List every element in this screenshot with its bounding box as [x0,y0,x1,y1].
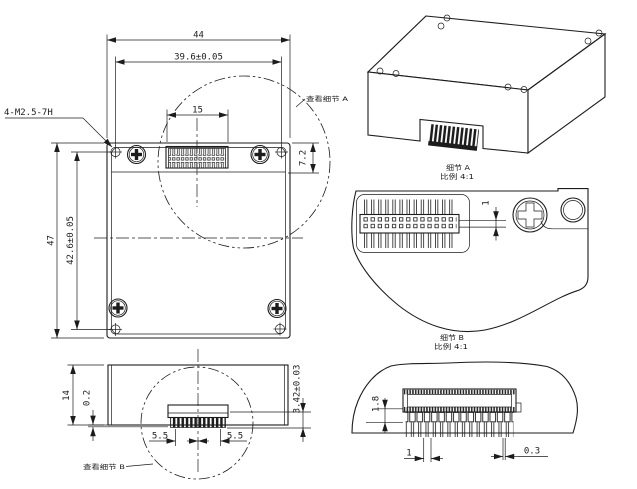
detail-a-title: 细节 A [446,163,470,172]
detail-a-circle [157,75,331,249]
dim-connector-inset: 7.2 [288,142,319,174]
connector-detail-b [402,388,522,437]
thread-callout-text: 4-M2.5-7H [4,108,53,118]
dim-overall-width: 44 [106,31,291,138]
dim-body-height: 14 [62,364,104,426]
screw-head-icon [267,298,287,319]
housing-inner-wall [111,147,286,335]
housing-outline [106,142,291,339]
connector-detail-a [359,199,460,248]
dim-overall-height: 47 [47,142,104,339]
top-face-screw-holes [376,14,603,93]
dim-connector-width: 15 [166,106,229,142]
dim-text: 15 [192,106,203,116]
detail-a-scale: 比例 4:1 [440,172,474,181]
detail-a-view: 细节 A 比例 4:1 1 [351,163,589,333]
detail-ref-text: 查看细节 A [306,94,349,103]
dim-text: 47 [47,235,57,246]
side-view: 14 0.2 5.5 5.5 3.42±0.03 [62,349,311,480]
detail-b-boundary [351,361,578,434]
detail-b-title: 细节 B [440,333,464,342]
dim-row-pitch: 1 [459,200,506,241]
dim-pin-width: 0.3 [491,438,548,460]
isometric-view [366,14,607,155]
dim-text: 1 [482,200,492,205]
dim-text: 0.2 [83,390,93,406]
dim-text: 5.5 [227,432,243,442]
round-hole [560,197,586,223]
screw-head-icons [108,144,287,319]
screw-head-icon [250,144,270,165]
detail-ref-text: 查看细节 B [83,462,125,471]
connector-recess [356,194,470,253]
dim-text: 1 [406,449,411,459]
dim-text: 1.8 [372,396,382,412]
dim-text: 0.3 [524,447,540,457]
detail-b-reference: 查看细节 B [83,462,154,471]
screw-head-icon-large [512,197,548,233]
dim-text: 39.6±0.05 [174,53,223,63]
dim-text: 14 [62,390,72,401]
dim-text: 7.2 [299,150,309,166]
dim-pin-offsets: 5.5 5.5 [149,429,247,446]
front-view: 44 39.6±0.05 15 7.2 47 42 [4,31,349,339]
dim-connector-protrusion: 3.42±0.03 [227,365,311,442]
dim-text: 42.6±0.05 [66,216,76,265]
detail-a-boundary [351,188,589,333]
detail-a-reference: 查看细节 A [295,94,349,108]
detail-b-view: 细节 B 比例 4:1 1.8 1 [351,333,578,462]
connector-iso [428,123,480,151]
dim-text: 44 [193,31,204,41]
detail-b-circle [140,366,254,480]
ledge-line [540,220,588,230]
screw-head-icon [108,298,128,318]
corner-holes [109,145,288,336]
dim-pin-pitch: 1 [404,438,443,462]
dim-hole-span-height: 42.6±0.05 [66,151,111,330]
screw-head-icon [126,144,147,165]
dim-pin-height: 1.8 [366,396,403,433]
dim-base-step: 0.2 [83,390,96,441]
detail-b-scale: 比例 4:1 [434,342,468,351]
dim-text: 3.42±0.03 [293,365,303,414]
dim-text: 5.5 [152,432,168,442]
dim-hole-span-width: 39.6±0.05 [115,53,282,146]
thread-callout: 4-M2.5-7H [4,108,113,148]
right-face [527,32,606,155]
